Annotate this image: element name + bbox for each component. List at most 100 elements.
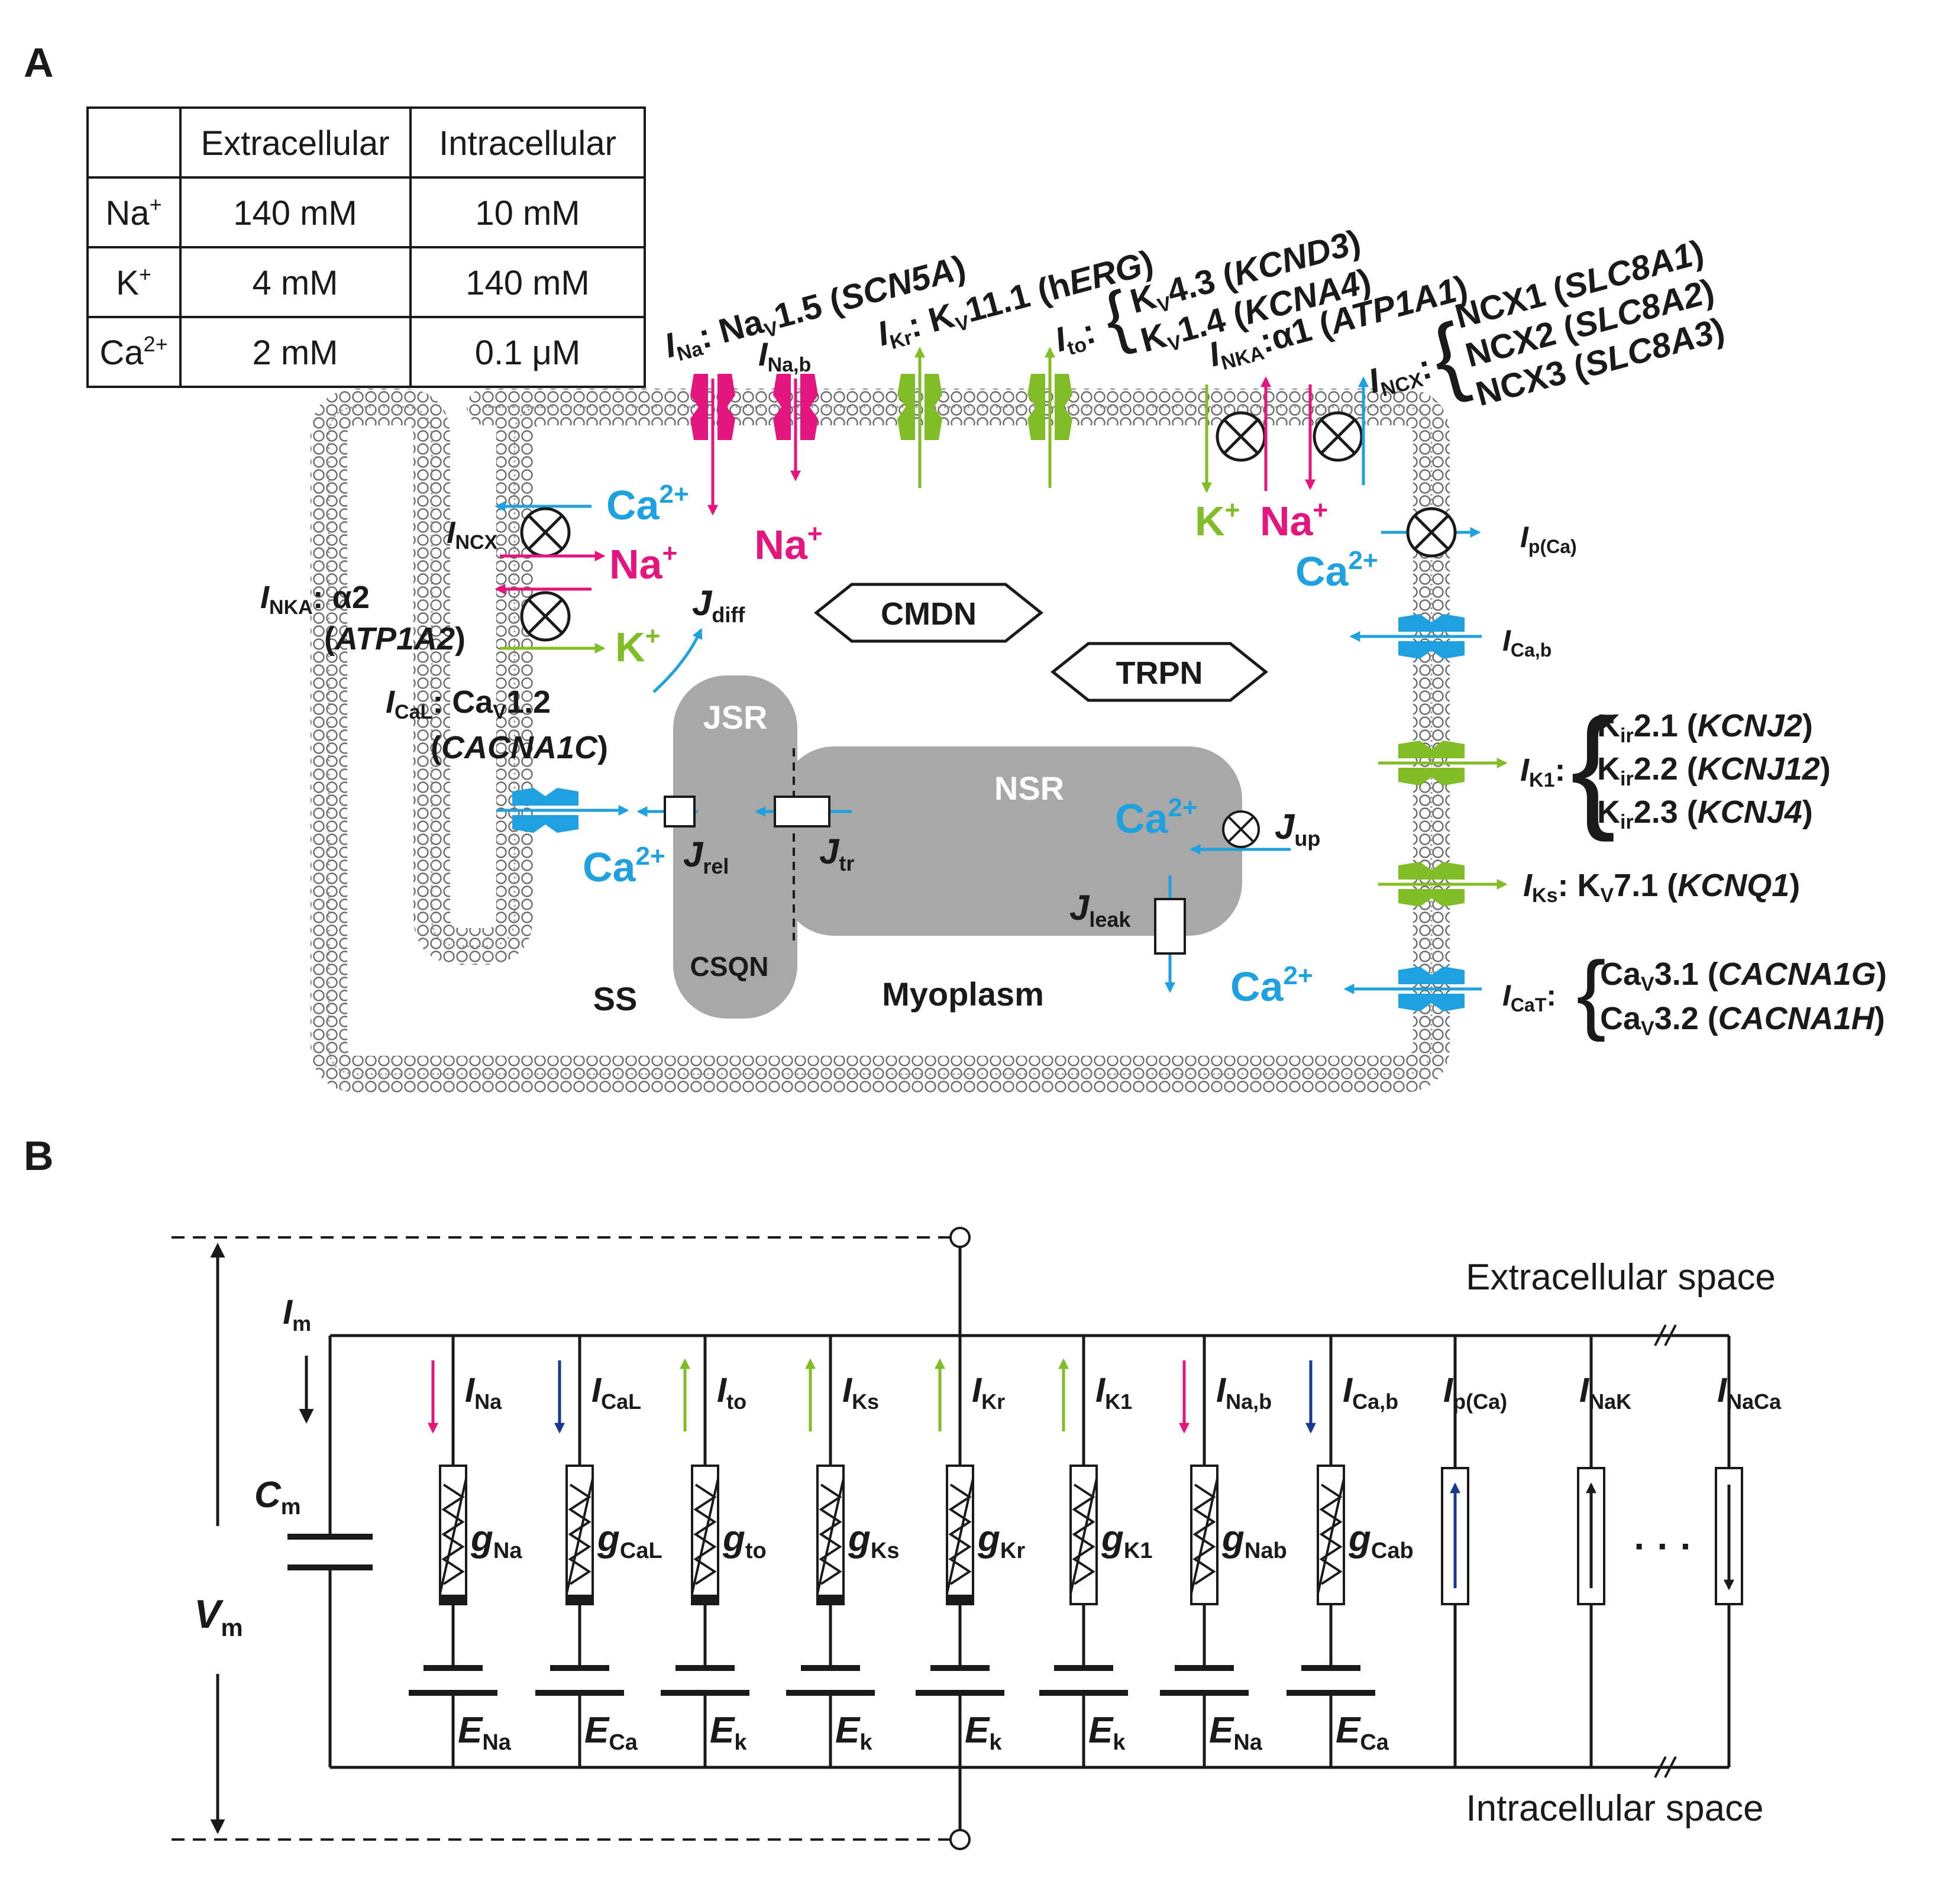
inka-alpha2-gene: (ATP1A2)	[324, 621, 466, 657]
jrel-label: Jrel	[683, 835, 729, 878]
jrel-flux	[636, 796, 698, 827]
current-label: IK1	[1095, 1371, 1132, 1414]
trpn-buffer: TRPN	[1050, 642, 1269, 702]
table-ca-intracellular: 0.1 μM	[475, 334, 580, 372]
icat-label: ICaT:	[1502, 979, 1556, 1016]
jdiff-arrow	[652, 628, 703, 693]
icab-channel	[1349, 614, 1482, 659]
conductance-branches: INagNaENaICaLgCaLECaItogtoEkIKsgKsEkIKrg…	[409, 1336, 1414, 1767]
conductance-label: gNa	[470, 1518, 522, 1563]
cav31-label: CaV3.1 (CACNA1G)	[1600, 956, 1887, 995]
extracellular-space-label: Extracellular space	[1466, 1257, 1776, 1298]
current-label: Ito	[717, 1371, 746, 1414]
jtr-flux	[755, 796, 852, 827]
na-ion-label-ss: Na+	[609, 539, 677, 587]
nsr-compartment	[781, 746, 1242, 936]
inka-alpha2-pump	[494, 584, 606, 654]
concentration-table: Extracellular Intracellular Na+ 140 mM 1…	[86, 106, 646, 388]
conductance-label: gKr	[977, 1518, 1025, 1563]
pump-label: INaK	[1579, 1371, 1631, 1414]
pump-label: Ip(Ca)	[1443, 1371, 1507, 1414]
conductance-label: gto	[722, 1518, 767, 1563]
ical-label: ICaL: CaV1.2	[386, 684, 551, 723]
ca-ion-label-icat: Ca2+	[1230, 961, 1313, 1010]
current-label: ICa,b	[1343, 1371, 1398, 1414]
conductance-label: gKs	[848, 1518, 899, 1563]
ipca-pump	[1381, 509, 1481, 556]
incx-ss-label: INCX	[447, 516, 498, 554]
table-ion-k: K+	[116, 262, 151, 302]
ina-channel	[690, 374, 735, 516]
reversal-label: ENa	[1209, 1710, 1263, 1755]
ext-terminal	[949, 1227, 971, 1248]
conductance-label: gK1	[1101, 1518, 1152, 1563]
ik1-brace: {	[1570, 690, 1616, 842]
panel-a-label: A	[24, 40, 54, 86]
reversal-label: ENa	[458, 1710, 512, 1755]
conductance-label: gNab	[1221, 1518, 1287, 1563]
jleak-flux	[1154, 875, 1186, 993]
ss-label: SS	[593, 980, 638, 1017]
current-label: IKr	[972, 1371, 1005, 1414]
ellipsis: · · ·	[1634, 1525, 1693, 1567]
iks-channel	[1378, 862, 1508, 907]
im-label: Im	[283, 1293, 311, 1336]
table-header-intracellular: Intracellular	[439, 124, 616, 163]
table-header-extracellular: Extracellular	[201, 124, 389, 163]
reversal-label: Ek	[710, 1710, 747, 1755]
ikr-channel	[897, 347, 942, 488]
int-terminal	[949, 1829, 971, 1850]
icab-label: ICa,b	[1502, 624, 1552, 661]
ca-ion-label-ss: Ca2+	[606, 480, 689, 528]
svg-text:TRPN: TRPN	[1116, 655, 1203, 691]
reversal-label: ECa	[1336, 1710, 1389, 1755]
jup-label: Jup	[1275, 807, 1320, 851]
k-ion-label-top: K+	[1195, 496, 1240, 544]
vm-label: Vm	[194, 1592, 243, 1641]
cav32-label: CaV3.2 (CACNA1H)	[1600, 1001, 1885, 1040]
table-k-extracellular: 4 mM	[253, 264, 338, 302]
ca-ion-label-ical: Ca2+	[583, 842, 665, 890]
kir23-label: Kir2.3 (KCNJ4)	[1597, 794, 1813, 833]
myoplasm-label: Myoplasm	[882, 975, 1044, 1013]
ical-gene: (CACNA1C)	[431, 730, 608, 765]
table-na-intracellular: 10 mM	[475, 194, 580, 232]
current-label: IKs	[842, 1371, 879, 1414]
sarcoplasmic-reticulum: JSR NSR CSQN	[673, 675, 1242, 1019]
ical-channel	[497, 788, 629, 833]
jsr-compartment	[673, 675, 797, 1019]
icat-brace: {	[1576, 943, 1606, 1042]
svg-text:Ito:: Ito:	[1051, 312, 1100, 362]
ca-ion-label-right: Ca2+	[1295, 546, 1378, 594]
iks-label: IKs: KV7.1 (KCNQ1)	[1523, 868, 1800, 907]
current-label: INa,b	[1216, 1371, 1272, 1414]
inka-alpha1-pump	[1201, 376, 1271, 493]
reversal-label: Ek	[965, 1710, 1002, 1755]
jtr-label: Jtr	[819, 832, 854, 875]
incx-pump-top	[1305, 376, 1369, 490]
k-ion-label-ss: K+	[615, 622, 660, 670]
cm-label: Cm	[254, 1475, 301, 1520]
conductance-label: gCab	[1348, 1518, 1414, 1563]
nsr-label: NSR	[994, 770, 1064, 807]
ito-channel	[1027, 347, 1072, 488]
ca-ion-label-nsr: Ca2+	[1115, 793, 1198, 842]
pump-branch-0: Ip(Ca)	[1441, 1336, 1507, 1767]
panel-b-label: B	[24, 1133, 54, 1179]
cmdn-buffer: CMDN	[813, 583, 1044, 643]
inab-channel	[773, 374, 818, 481]
inka-alpha2-label: INKA: α2	[260, 580, 370, 619]
kir21-label: Kir2.1 (KCNJ2)	[1597, 708, 1813, 747]
ik1-channel	[1378, 741, 1508, 785]
reversal-label: Ek	[1088, 1710, 1126, 1755]
icat-channel	[1343, 966, 1482, 1011]
jleak-label: Jleak	[1069, 888, 1131, 932]
jdiff-label: Jdiff	[692, 583, 745, 627]
cell-membrane	[311, 389, 1450, 1092]
